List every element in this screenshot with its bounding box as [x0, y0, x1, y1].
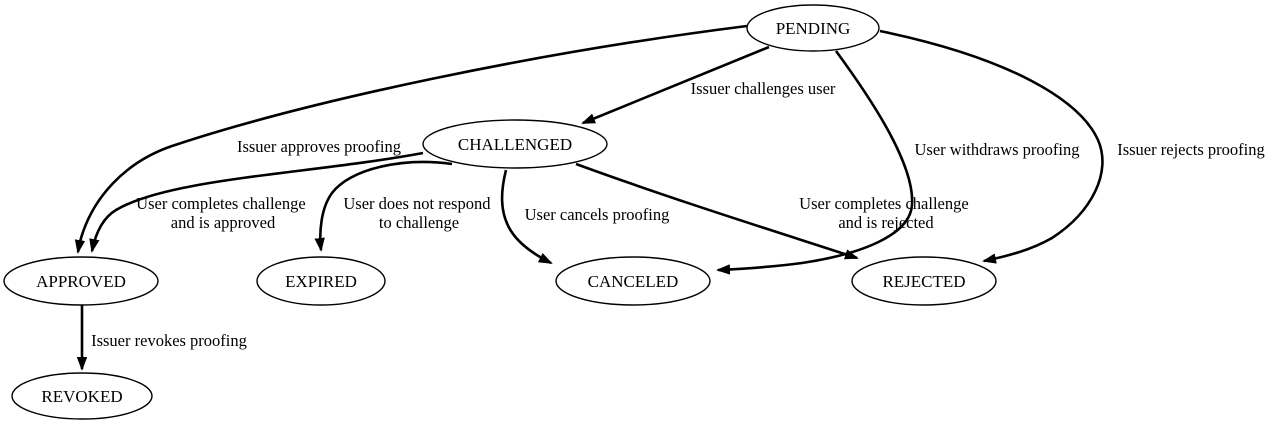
edge-challenged-to-approved	[89, 151, 424, 253]
edge-label-user-withdraws-proofing: User withdraws proofing	[915, 140, 1080, 159]
edge-label-user-does-not-respond: User does not respond to challenge	[343, 194, 494, 232]
state-label-canceled: CANCELED	[588, 272, 679, 291]
state-label-pending: PENDING	[776, 19, 851, 38]
edge-label-issuer-revokes-proofing: Issuer revokes proofing	[91, 331, 247, 350]
state-label-expired: EXPIRED	[285, 272, 357, 291]
edge-pending-to-approved	[74, 24, 748, 254]
state-node-pending: PENDING	[746, 4, 880, 52]
state-node-approved: APPROVED	[3, 256, 159, 306]
state-node-expired: EXPIRED	[256, 256, 386, 306]
edge-label-issuer-approves-proofing: Issuer approves proofing	[237, 137, 401, 156]
edge-label-user-completes-challenge-approved: User completes challenge and is approved	[136, 194, 310, 232]
edge-label-user-completes-challenge-rejected: User completes challenge and is rejected	[799, 194, 973, 232]
state-node-revoked: REVOKED	[11, 372, 153, 420]
edge-challenged-to-expired	[314, 160, 453, 252]
state-label-approved: APPROVED	[36, 272, 126, 291]
edge-label-issuer-rejects-proofing: Issuer rejects proofing	[1117, 140, 1265, 159]
edge-label-user-cancels-proofing: User cancels proofing	[525, 205, 670, 224]
state-label-challenged: CHALLENGED	[458, 135, 572, 154]
state-node-canceled: CANCELED	[555, 256, 711, 306]
edge-challenged-to-rejected	[575, 162, 859, 260]
edge-pending-to-challenged	[581, 45, 770, 125]
state-node-rejected: REJECTED	[851, 256, 997, 306]
edge-label-issuer-challenges-user: Issuer challenges user	[691, 79, 836, 98]
state-label-revoked: REVOKED	[41, 387, 122, 406]
edge-pending-to-canceled	[716, 50, 914, 275]
edge-pending-to-rejected	[879, 29, 1104, 264]
state-node-challenged: CHALLENGED	[422, 119, 608, 169]
state-label-rejected: REJECTED	[882, 272, 965, 291]
edge-challenged-to-canceled	[500, 169, 553, 265]
